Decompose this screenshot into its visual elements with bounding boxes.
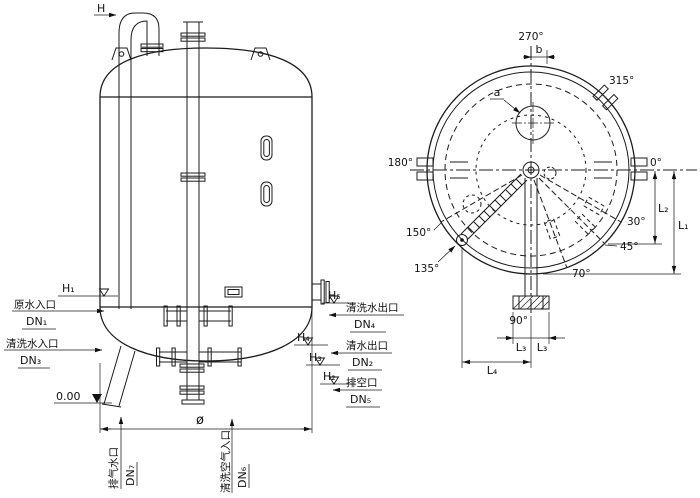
wash-water-inlet-label: 清洗水入口 (6, 337, 59, 350)
dim-b-a (490, 50, 555, 114)
angle-135-label: 135° (414, 263, 439, 275)
handholes (260, 135, 273, 207)
angle-70-label: 70° (572, 268, 591, 280)
sight-glass (224, 286, 243, 298)
clean-water-outlet-label: 清水出口 (346, 339, 388, 352)
drop-pipe (524, 178, 538, 296)
bottom-flange (512, 295, 550, 310)
dims-bottom (461, 247, 565, 368)
radial-hidden-lines (440, 174, 622, 269)
nozzle-315-stub (592, 84, 619, 111)
angle-315-label: 315° (609, 75, 634, 87)
angle-270-label: 270° (518, 31, 543, 43)
wash-air-inlet-label: 清洗空气入口 (219, 430, 232, 493)
angle-90-label: 90° (509, 315, 528, 327)
dim-a-label: a (494, 86, 501, 99)
left-callout-leaders (4, 308, 105, 369)
dim-l1-label: L₁ (678, 219, 689, 232)
right-callout-leaders (328, 312, 404, 408)
angle-30-label: 30° (627, 216, 646, 228)
dim-l4-label: L₄ (487, 364, 498, 377)
dims-right (543, 171, 681, 275)
raw-water-inlet-label: 原水入口 (14, 299, 56, 311)
elevation-marker (54, 394, 112, 404)
rotary-arm (456, 173, 528, 246)
side-elevation-view: H H₁ 原水入口 DN₁ 清洗水入口 DN₃ 0.00 ø H₅ 清洗水出口 … (4, 2, 404, 493)
dim-l3-right-label: L₃ (537, 341, 548, 354)
elevation-label: 0.00 (56, 390, 81, 403)
support-leg (101, 345, 136, 408)
vent-label: 排空口 (346, 376, 378, 389)
angle-leaders (433, 222, 618, 263)
angle-45-label: 45° (620, 241, 639, 253)
dim-h1-label: H₁ (62, 282, 75, 295)
dn4-label: DN₄ (354, 318, 376, 331)
level-marks (58, 288, 356, 385)
top-plan-view: 270° b a 315° 0° 180° 30° 45° 70° 150° 1… (388, 31, 697, 377)
inlet-riser-pipe (118, 12, 164, 309)
dn1-label: DN₁ (26, 315, 47, 328)
dim-h-label: H (97, 2, 105, 15)
dim-h4-label: H₄ (297, 331, 310, 344)
center-hub (522, 161, 557, 180)
dn2-label: DN₂ (352, 356, 373, 369)
drain-water-label: 排气水口 (107, 447, 120, 489)
dim-h5-label: H₅ (328, 289, 341, 302)
dim-b-label: b (536, 43, 543, 56)
dn6-label: DN₆ (236, 466, 249, 488)
angle-150-label: 150° (406, 227, 431, 239)
shell-circles (426, 65, 636, 275)
diameter-dimension (99, 311, 313, 433)
bottom-callout-leaders (118, 416, 250, 493)
dim-h2-label: H₂ (323, 370, 336, 383)
dim-l3-left-label: L₃ (516, 341, 527, 354)
lower-distributor (156, 347, 242, 367)
diameter-label: ø (196, 413, 204, 428)
vessel-shell (99, 47, 313, 362)
dn5-label: DN₅ (350, 393, 371, 406)
centerlines (410, 46, 697, 316)
dn3-label: DN₃ (20, 354, 41, 367)
wash-water-outlet-label: 清洗水出口 (346, 301, 399, 314)
center-pipe (180, 21, 206, 400)
rim-tabs (416, 157, 648, 181)
dim-h3-label: H₃ (309, 351, 322, 364)
dim-l2-label: L₂ (658, 202, 669, 215)
angle-180-label: 180° (388, 157, 413, 169)
dn7-label: DN₇ (124, 465, 137, 486)
manhole (512, 102, 554, 144)
upper-distributor (163, 305, 233, 327)
wash-outlet-nozzle (312, 279, 330, 305)
angle-0-label: 0° (650, 157, 662, 169)
bottom-piping (179, 363, 205, 405)
